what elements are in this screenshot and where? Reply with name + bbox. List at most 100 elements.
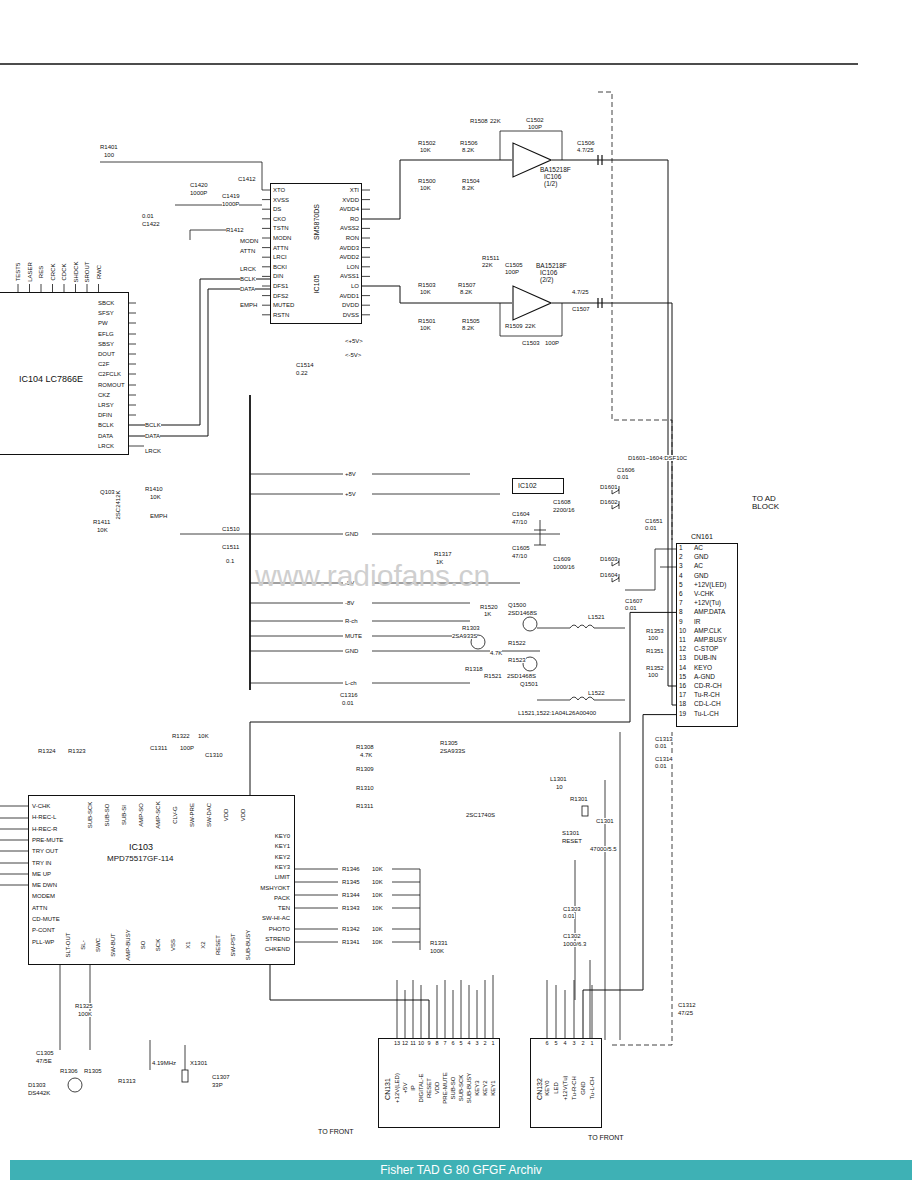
signal-label: RO xyxy=(350,216,359,222)
signal-label: 22K xyxy=(525,323,536,329)
signal-label: 0.1 xyxy=(226,558,234,564)
part-ref: D1601~1604:DSF10C xyxy=(628,455,687,461)
node-label: IC106 xyxy=(544,173,561,180)
signal-label: 4.19MHz xyxy=(152,1060,176,1066)
signal-label: DUB-IN xyxy=(694,655,716,662)
signal-label: SUB-SO xyxy=(450,1076,456,1099)
part-ref: C1311 xyxy=(150,745,167,751)
signal-label: 100 xyxy=(104,152,114,158)
signal-wire xyxy=(362,160,512,219)
signal-label: PW xyxy=(98,320,108,326)
part-ref: Q1501 xyxy=(520,681,538,687)
part-ref: R1311 xyxy=(356,803,373,809)
signal-label: 18 xyxy=(679,701,686,708)
signal-label: BCKI xyxy=(273,264,287,270)
signal-label: 22K xyxy=(482,262,493,268)
signal-label: CLV-G xyxy=(172,806,178,824)
signal-label: 5 xyxy=(554,1041,557,1047)
signal-label: 1 xyxy=(491,1041,494,1047)
opamp-symbol: BA15218FIC106(1/2) xyxy=(512,142,552,178)
signal-label: MUTED xyxy=(273,302,294,308)
signal-wire xyxy=(552,303,676,705)
signal-label: MODN xyxy=(240,238,258,244)
signal-label: DS xyxy=(273,206,281,212)
pin-stubs xyxy=(362,190,370,315)
signal-label: DVDD xyxy=(342,302,359,308)
signal-label: 1000/6.3 xyxy=(563,941,586,947)
signal-label: 0.01 xyxy=(563,913,575,919)
block-boundary xyxy=(598,92,672,1045)
signal-label: 8 xyxy=(679,609,683,616)
signal-label: KEY0 xyxy=(544,1080,550,1095)
part-ref: S1301 xyxy=(562,830,579,836)
signal-label: CDCK xyxy=(61,263,67,280)
part-ref: R1303 xyxy=(462,625,480,631)
signal-label: 100K xyxy=(78,1011,92,1017)
signal-label: RES xyxy=(38,266,44,278)
signal-wire xyxy=(129,279,270,425)
part-ref: C1302 xyxy=(563,933,581,939)
signal-label: AMP.CLK xyxy=(694,628,722,635)
part-ref: C1305 xyxy=(36,1050,54,1056)
signal-label: MUTE xyxy=(345,633,362,639)
signal-label: RESET xyxy=(562,838,582,844)
node-label: IC102 xyxy=(518,482,537,490)
signal-label: LRCK xyxy=(145,448,161,454)
node-label: CN132 xyxy=(536,1078,544,1100)
signal-label: 10 xyxy=(418,1041,424,1047)
signal-label: SHDCK xyxy=(72,261,78,282)
signal-label: +12V(LED) xyxy=(394,1073,400,1103)
signal-label: 2SA933S xyxy=(452,633,477,639)
part-ref: C1316 xyxy=(340,692,358,698)
signal-label: 2 xyxy=(483,1041,486,1047)
signal-label: 2 xyxy=(581,1041,584,1047)
signal-label: 9 xyxy=(427,1041,430,1047)
part-ref: R1325 xyxy=(75,1003,93,1009)
signal-label: DFIN xyxy=(98,412,112,418)
signal-label: www.radiofans.cn xyxy=(255,560,490,592)
part-ref: X1301 xyxy=(190,1060,207,1066)
part-ref: C1314 xyxy=(655,756,673,762)
part-ref: C1514 xyxy=(296,362,314,368)
signal-label: +12V(LED) xyxy=(694,582,726,589)
signal-label: PHOTO xyxy=(269,926,290,932)
part-ref: R1323 xyxy=(68,748,86,754)
signal-label: 11 xyxy=(679,637,686,644)
signal-label: RESET xyxy=(426,1078,432,1098)
signal-label: ATTN xyxy=(240,248,255,254)
signal-label: AVSS2 xyxy=(340,225,359,231)
signal-label: GND xyxy=(345,648,358,654)
signal-label: 10 xyxy=(679,628,686,635)
signal-label: 10 xyxy=(556,784,563,790)
signal-label: 7 xyxy=(679,600,683,607)
signal-label: 3 xyxy=(679,563,683,570)
signal-label: TO FRONT xyxy=(588,1134,624,1141)
part-ref: C1312 xyxy=(678,1002,696,1008)
part-ref: R1301 xyxy=(570,796,588,802)
signal-label: KEY2 xyxy=(482,1080,488,1095)
signal-label: +12V(Tu) xyxy=(694,600,721,607)
part-ref: R1500 xyxy=(418,178,436,184)
signal-label: SUB-SCK xyxy=(458,1075,464,1102)
signal-label: 7 xyxy=(443,1041,446,1047)
signal-label: 0.01 xyxy=(625,605,637,611)
part-ref: R1318 xyxy=(465,666,483,672)
part-ref: R1331 xyxy=(430,940,448,946)
node-label: BA15218F xyxy=(540,166,571,173)
part-ref: C1310 xyxy=(205,752,223,758)
signal-label: RON xyxy=(346,235,359,241)
signal-label: CD-MUTE xyxy=(32,916,60,922)
signal-label: 22K xyxy=(490,118,501,124)
signal-label: 1000P xyxy=(190,190,207,196)
signal-label: 1000/16 xyxy=(553,564,575,570)
part-ref: R1506 xyxy=(460,140,478,146)
signal-label: XTI xyxy=(350,187,359,193)
signal-label: 12 xyxy=(679,646,686,653)
wire xyxy=(547,980,592,1038)
part-ref: L1522 xyxy=(588,690,605,696)
node-label: CN161 xyxy=(691,533,713,541)
footer-band: Fisher TAD G 80 GFGF Archiv xyxy=(10,1160,912,1180)
signal-label: DATA xyxy=(240,286,255,292)
signal-label: SW-PRE xyxy=(189,803,195,827)
signal-label: 4 xyxy=(467,1041,470,1047)
